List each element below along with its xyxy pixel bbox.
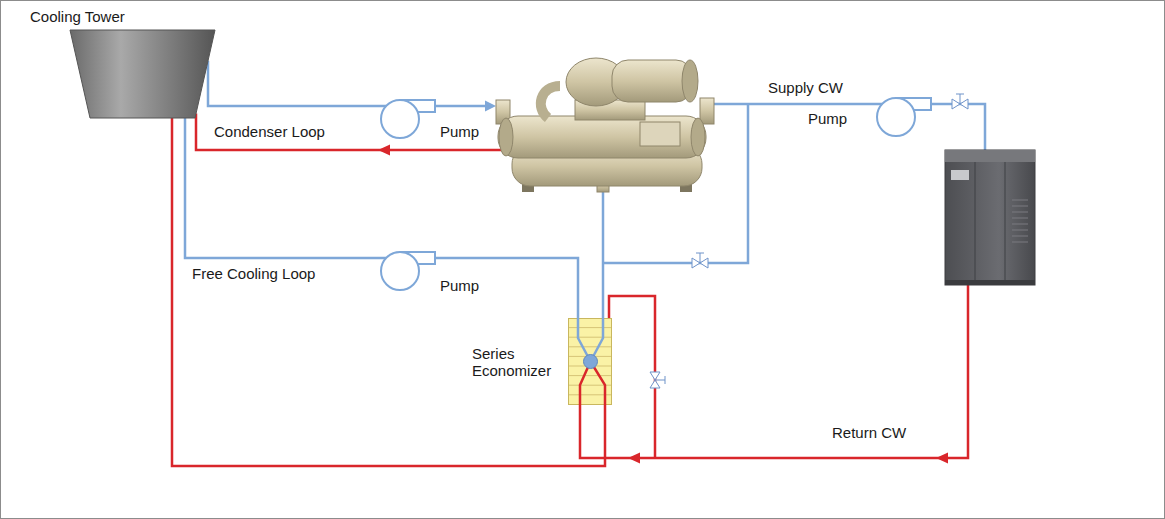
pump-icon xyxy=(380,251,436,291)
pump-symbol: Pump xyxy=(380,251,436,291)
chiller-nozzle xyxy=(700,98,714,124)
condenser-supply-pipe xyxy=(435,105,490,108)
exchange-point xyxy=(584,355,598,369)
label-holder: Supply CW xyxy=(768,79,843,96)
label-holder: Series Economizer xyxy=(472,345,562,379)
tower-body xyxy=(70,30,215,118)
valve-stem xyxy=(696,253,704,263)
valve-stem xyxy=(956,94,964,104)
pipe-connector xyxy=(208,61,386,106)
crah-unit xyxy=(945,150,1035,285)
economizer-bypass-pipe xyxy=(609,296,655,458)
tower-shape xyxy=(30,9,220,118)
pipe-connector xyxy=(435,258,578,318)
pipe-connector xyxy=(185,118,386,258)
economizer-plates xyxy=(568,318,612,405)
pump-casing xyxy=(381,100,419,138)
supply-pipe xyxy=(712,103,882,106)
condenser-return-pipe xyxy=(196,114,508,150)
return-pipe xyxy=(580,282,968,458)
pump-icon xyxy=(380,99,436,139)
chilled-water-pipe xyxy=(602,186,605,318)
control-panel xyxy=(640,122,680,146)
pipe-label: Condenser Loop xyxy=(214,123,325,140)
label-holder: Return CW xyxy=(832,424,906,441)
supply-pipe xyxy=(931,104,985,153)
flow-arrow xyxy=(936,453,948,464)
crah-top xyxy=(945,150,1035,162)
cooling-tower: Cooling Tower xyxy=(30,9,220,118)
pump-discharge xyxy=(400,100,435,112)
chiller-end-cap xyxy=(691,118,705,156)
crah-panel-seam xyxy=(975,162,1005,285)
plate-line xyxy=(569,375,611,376)
motor-end xyxy=(682,60,698,102)
valve-stem xyxy=(655,376,665,384)
flow-arrow xyxy=(485,101,496,112)
crah-display xyxy=(951,170,969,180)
plate-line xyxy=(569,337,611,338)
pipe-label: Return CW xyxy=(832,424,906,441)
crah-grille xyxy=(1012,200,1028,242)
compressor-motor xyxy=(612,60,692,102)
pump-discharge xyxy=(400,252,435,264)
label-holder: Pump xyxy=(440,123,479,140)
economizer-label: Series Economizer xyxy=(472,345,562,379)
pump-symbol: Pump xyxy=(380,99,436,139)
label-holder: Pump xyxy=(808,110,847,127)
pump-discharge xyxy=(896,98,931,110)
pump-casing xyxy=(381,252,419,290)
label-holder: Cooling Tower xyxy=(30,8,125,25)
crah-base xyxy=(945,280,1035,285)
suction-pipe xyxy=(541,86,560,118)
label-holder: Free Cooling Loop xyxy=(192,265,315,282)
pump-label: Pump xyxy=(440,277,479,294)
label-holder: Pump xyxy=(440,277,479,294)
pump-label: Pump xyxy=(808,110,847,127)
plate-line xyxy=(569,346,611,347)
pipe-label: Free Cooling Loop xyxy=(192,265,315,282)
chiller-condenser xyxy=(498,116,706,158)
pump-casing xyxy=(877,98,915,136)
plate-line xyxy=(569,327,611,328)
chiller-end-cap xyxy=(499,118,513,156)
pump-symbol: Pump xyxy=(876,97,932,137)
pump-label: Pump xyxy=(440,123,479,140)
heat-exchanger: Series Economizer xyxy=(568,318,612,405)
pipe-label: Supply CW xyxy=(768,79,843,96)
pump-icon xyxy=(876,97,932,137)
economizer-body xyxy=(569,319,612,405)
label-holder: Condenser Loop xyxy=(214,123,325,140)
flow-arrow xyxy=(628,453,640,464)
flow-arrow xyxy=(378,145,390,156)
pipe-connector xyxy=(172,118,605,466)
tower-label: Cooling Tower xyxy=(30,8,125,25)
